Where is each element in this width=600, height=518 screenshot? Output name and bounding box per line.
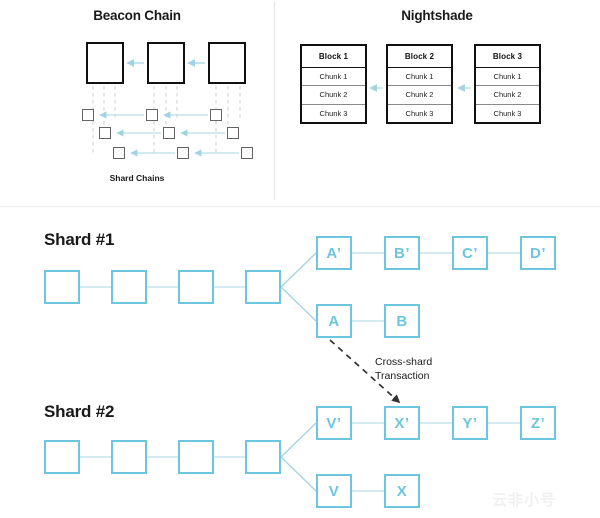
beacon-block[interactable] [86, 42, 124, 84]
nightshade-block[interactable]: Block 2 Chunk 1 Chunk 2 Chunk 3 [386, 44, 453, 124]
cross-shard-label-line1: Cross-shard [375, 356, 433, 368]
beacon-droppers [92, 86, 241, 156]
nightshade-chunk: Chunk 3 [405, 108, 434, 118]
nightshade-block-header: Block 1 [302, 46, 365, 68]
shard-chain-square[interactable] [163, 127, 175, 139]
beacon-block[interactable] [147, 42, 185, 84]
watermark: 云非小号 [492, 491, 557, 509]
shard-chain-square[interactable] [241, 147, 253, 159]
shard2-fork-block-y-prime[interactable]: Y’ [452, 406, 488, 440]
shard1-chain-block[interactable] [245, 270, 281, 304]
nightshade-chunk: Chunk 1 [476, 68, 539, 87]
nightshade-chunk: Chunk 3 [493, 108, 522, 118]
shard2-fork-block-x[interactable]: X [384, 474, 420, 508]
shard1-fork-block-b-prime[interactable]: B’ [384, 236, 420, 270]
shard2-title: Shard #2 [44, 402, 115, 421]
nightshade-chunk: Chunk 2 [302, 86, 365, 105]
shard-chain-square[interactable] [210, 109, 222, 121]
shard2-fork-block-v-prime[interactable]: V’ [316, 406, 352, 440]
nightshade-block-header: Block 3 [476, 46, 539, 68]
nightshade-chunk: Chunk 2 [388, 86, 451, 105]
shard2-fork [280, 422, 317, 492]
shard1-fork-block-d-prime[interactable]: D’ [520, 236, 556, 270]
nightshade-title: Nightshade [401, 8, 473, 23]
shard2-fork-block-v[interactable]: V [316, 474, 352, 508]
nightshade-chunk: Chunk 2 [476, 86, 539, 105]
shard-chains-caption: Shard Chains [109, 173, 165, 183]
shard2-chain-block[interactable] [245, 440, 281, 474]
nightshade-block[interactable]: Block 3 Chunk 1 Chunk 2 Chunk 3 [474, 44, 541, 124]
shard1-chain-block[interactable] [44, 270, 80, 304]
shard-chain-square[interactable] [82, 109, 94, 121]
nightshade-chunk: Chunk 3 [319, 108, 348, 118]
shard2-chain-block[interactable] [111, 440, 147, 474]
nightshade-chunk: Chunk 1 [302, 68, 365, 87]
shard1-title: Shard #1 [44, 230, 115, 249]
shard2-fork-block-x-prime[interactable]: X’ [384, 406, 420, 440]
cross-shard-transaction-label: Cross-shard Transaction [375, 355, 432, 383]
shard-chain-square[interactable] [99, 127, 111, 139]
shard-chain-square[interactable] [113, 147, 125, 159]
shard1-fork-block-b[interactable]: B [384, 304, 420, 338]
shard1-fork-block-a[interactable]: A [316, 304, 352, 338]
shard2-fork-block-z-prime[interactable]: Z’ [520, 406, 556, 440]
shard-chain-square[interactable] [177, 147, 189, 159]
shard-chain-square[interactable] [227, 127, 239, 139]
shard1-fork [280, 252, 317, 322]
beacon-block[interactable] [208, 42, 246, 84]
shard1-fork-block-a-prime[interactable]: A’ [316, 236, 352, 270]
nightshade-block-header: Block 2 [388, 46, 451, 68]
shard-chain-square[interactable] [146, 109, 158, 121]
beacon-chain-title: Beacon Chain [93, 8, 181, 23]
shard1-fork-block-c-prime[interactable]: C’ [452, 236, 488, 270]
shard1-chain-block[interactable] [111, 270, 147, 304]
shard2-chain-block[interactable] [44, 440, 80, 474]
nightshade-block[interactable]: Block 1 Chunk 1 Chunk 2 Chunk 3 [300, 44, 367, 124]
nightshade-chunk: Chunk 1 [388, 68, 451, 87]
cross-shard-label-line2: Transaction [375, 370, 430, 382]
shard1-chain-block[interactable] [178, 270, 214, 304]
shard2-chain-block[interactable] [178, 440, 214, 474]
